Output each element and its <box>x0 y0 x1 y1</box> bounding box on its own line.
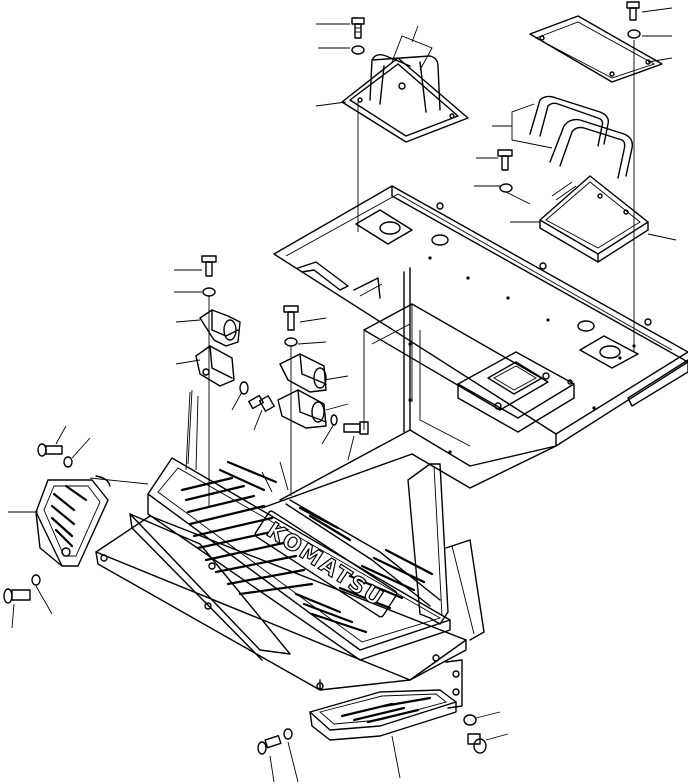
brand-label: KOMATSU <box>262 518 389 612</box>
left-step <box>35 475 111 567</box>
lower-step-washer-right <box>463 714 477 726</box>
right-mount-plate <box>539 175 649 263</box>
left-clip-bracket <box>195 309 241 387</box>
floor-plate: KOMATSU <box>95 457 467 691</box>
lower-step-bolt-right <box>467 733 487 754</box>
operator-frame <box>261 185 688 641</box>
upper-handrail-bracket <box>341 53 469 143</box>
lower-step <box>309 659 463 741</box>
alignment-lines <box>185 40 635 506</box>
top-cover-plate <box>529 15 663 83</box>
center-side-bolt <box>330 414 369 435</box>
center-bracket-bolt <box>283 305 299 331</box>
right-washer <box>499 183 513 193</box>
left-step-bolt <box>37 443 73 468</box>
right-handrail <box>529 95 634 179</box>
lower-step-bolt-left <box>257 728 293 755</box>
center-clip-bracket <box>277 353 327 429</box>
upper-bolt <box>351 17 365 39</box>
center-bracket-washer <box>284 337 298 347</box>
left-bracket-bolt-1 <box>201 255 217 277</box>
left-bracket-bolt-2 <box>239 381 275 412</box>
right-bolt <box>497 149 513 171</box>
top-right-bolt <box>626 1 640 21</box>
top-right-washer <box>627 29 641 39</box>
left-bracket-washer-1 <box>202 287 216 297</box>
upper-washer <box>351 45 365 55</box>
callout-leaders <box>8 7 677 783</box>
lower-left-bolt <box>3 574 41 604</box>
